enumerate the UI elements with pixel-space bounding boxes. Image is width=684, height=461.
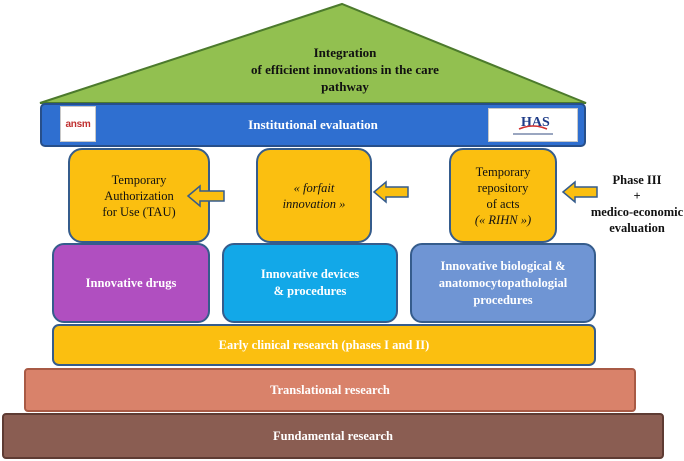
- innovative-devices-line1: Innovative devices: [260, 267, 360, 281]
- ansm-logo-text: ansm: [65, 118, 91, 130]
- has-logo: HAS: [488, 108, 578, 142]
- tau-box-line2: Authorization: [104, 188, 174, 203]
- innovative-devices-line2: & procedures: [273, 284, 347, 298]
- phase-line3: medico-economic: [590, 205, 684, 219]
- fundamental-research-bar: Fundamental research: [2, 413, 664, 459]
- translational-research-bar: Translational research: [24, 368, 636, 412]
- roof-title-line1: Integration: [313, 45, 377, 60]
- innovative-drugs-label: Innovative drugs: [85, 275, 177, 290]
- ansm-logo: ansm: [60, 106, 96, 142]
- roof-title: Integration of efficient innovations in …: [200, 44, 490, 95]
- forfait-innovation-line2: innovation »: [282, 196, 346, 211]
- phase-line4: evaluation: [609, 221, 665, 235]
- rihn-box-line2: repository: [477, 180, 529, 195]
- left-arrow-icon: [186, 184, 225, 208]
- innovative-drugs-box: Innovative drugs: [52, 243, 210, 323]
- rihn-box-line4: (« RIHN »): [474, 212, 532, 227]
- tau-box: Temporary Authorization for Use (TAU): [68, 148, 210, 243]
- innovative-devices-box: Innovative devices & procedures: [222, 243, 398, 323]
- has-logo-graphic: HAS: [513, 115, 553, 135]
- early-clinical-research-label: Early clinical research (phases I and II…: [218, 337, 430, 352]
- phase-iii-annotation: Phase III + medico-economic evaluation: [590, 172, 684, 236]
- forfait-innovation-box: « forfait innovation »: [256, 148, 372, 243]
- phase-line2: +: [633, 189, 641, 203]
- rihn-box: Temporary repository of acts (« RIHN »): [449, 148, 557, 243]
- tau-box-line3: for Use (TAU): [102, 204, 176, 219]
- roof-title-line2: of efficient innovations in the care: [251, 62, 439, 77]
- early-clinical-research-bar: Early clinical research (phases I and II…: [52, 324, 596, 366]
- institutional-evaluation-label: Institutional evaluation: [248, 117, 378, 132]
- innovative-biological-line2: anatomocytopathologial: [438, 275, 568, 290]
- left-arrow-icon: [372, 180, 409, 204]
- translational-research-label: Translational research: [270, 382, 390, 397]
- rihn-box-line3: of acts: [486, 196, 520, 211]
- left-arrow-icon: [561, 180, 598, 204]
- fundamental-research-label: Fundamental research: [272, 428, 394, 443]
- rihn-box-line1: Temporary: [475, 164, 531, 179]
- innovative-biological-box: Innovative biological & anatomocytopatho…: [410, 243, 596, 323]
- roof-title-line3: pathway: [321, 79, 369, 94]
- forfait-innovation-line1: « forfait: [293, 180, 335, 195]
- phase-line1: Phase III: [612, 173, 662, 187]
- tau-box-line1: Temporary: [111, 172, 167, 187]
- innovative-biological-line1: Innovative biological &: [440, 258, 566, 273]
- innovative-biological-line3: procedures: [473, 292, 533, 307]
